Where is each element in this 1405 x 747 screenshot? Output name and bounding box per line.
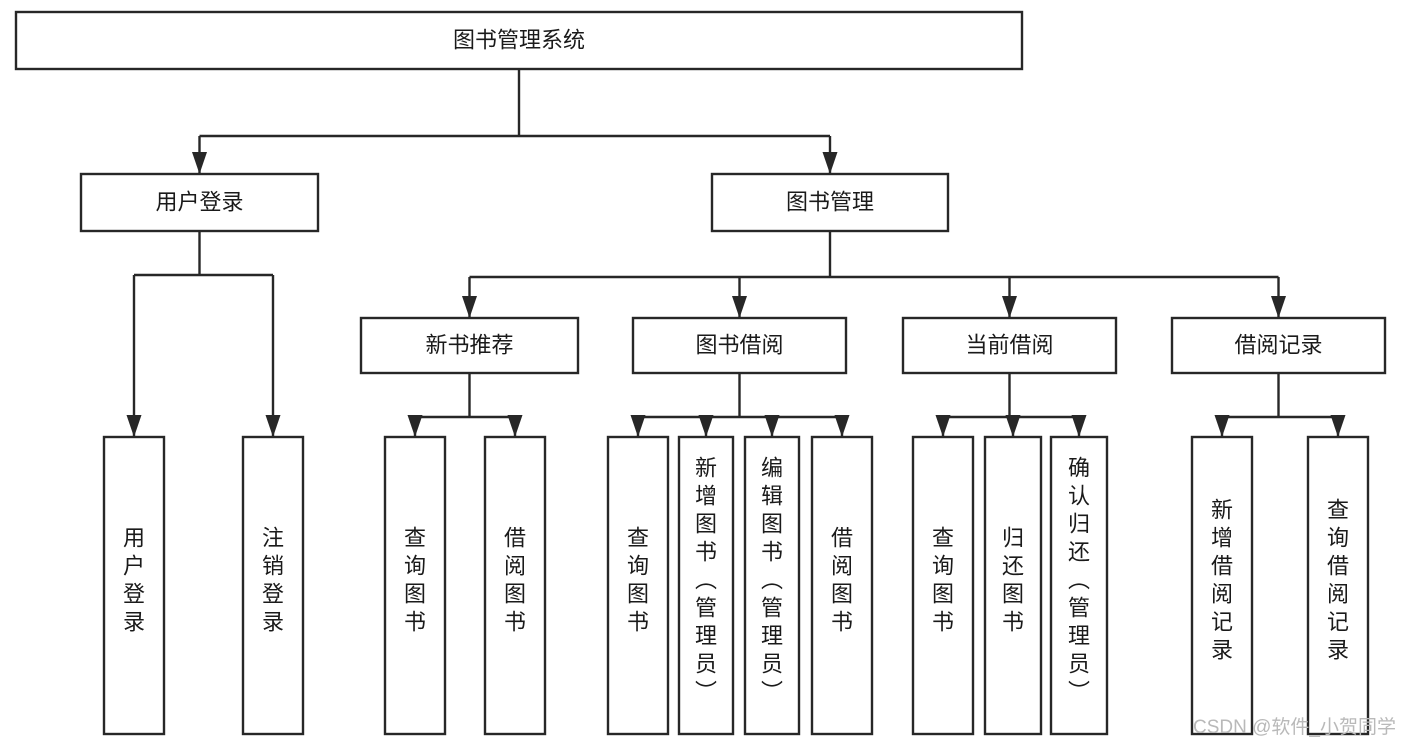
- node-current-borrow-rect[interactable]: [901, 316, 1118, 375]
- node-leaf-return-books[interactable]: 归还图书: [983, 435, 1043, 736]
- book-borrow-to-leaves-arrow-1: [698, 415, 714, 437]
- node-leaf-edit-book-admin-label: 编辑图书︵管理员︶: [761, 456, 783, 705]
- connectors-layer: [126, 69, 1346, 437]
- node-leaf-query-books-recommend-rect[interactable]: [383, 435, 447, 736]
- node-new-book-recommend[interactable]: 新书推荐: [359, 316, 580, 375]
- node-root-root-label: 图书管理系统: [453, 27, 585, 52]
- csdn-watermark: CSDN @软件_小贺同学: [1193, 716, 1396, 738]
- node-user-login-rect[interactable]: [79, 172, 320, 233]
- root-to-level2-arrow-1: [822, 152, 838, 174]
- node-leaf-borrow-books-borrow-rect[interactable]: [810, 435, 874, 736]
- node-leaf-user-login-label: 用户登录: [123, 526, 145, 635]
- node-leaf-add-book-admin-label: 新增图书︵管理员︶: [695, 456, 717, 705]
- node-leaf-add-book-admin-rect[interactable]: [677, 435, 735, 736]
- node-leaf-query-borrow-record-label: 查询借阅记录: [1327, 498, 1349, 663]
- node-leaf-query-borrow-record[interactable]: 查询借阅记录: [1306, 435, 1370, 736]
- node-leaf-query-books-recommend[interactable]: 查询图书: [383, 435, 447, 736]
- node-borrow-records-label: 借阅记录: [1234, 332, 1322, 357]
- node-leaf-query-borrow-record-rect[interactable]: [1306, 435, 1370, 736]
- node-book-management[interactable]: 图书管理: [710, 172, 950, 233]
- node-new-book-recommend-rect[interactable]: [359, 316, 580, 375]
- new-book-recommend-to-leaves-arrow-0: [407, 415, 423, 437]
- node-leaf-query-books-borrow-rect[interactable]: [606, 435, 670, 736]
- node-leaf-query-books-borrow-label: 查询图书: [627, 526, 649, 635]
- node-user-login-label: 用户登录: [155, 189, 243, 214]
- node-leaf-confirm-return-admin-rect[interactable]: [1049, 435, 1109, 736]
- current-borrow-to-leaves-arrow-2: [1071, 415, 1087, 437]
- node-leaf-query-books-current[interactable]: 查询图书: [911, 435, 975, 736]
- borrow-records-to-leaves-arrow-1: [1330, 415, 1346, 437]
- book-borrow-to-leaves-arrow-0: [630, 415, 646, 437]
- node-leaf-borrow-books-borrow-label: 借阅图书: [831, 526, 853, 635]
- node-leaf-logout[interactable]: 注销登录: [241, 435, 305, 736]
- node-book-borrow-label: 图书借阅: [695, 332, 783, 357]
- node-leaf-add-borrow-record-rect[interactable]: [1190, 435, 1254, 736]
- node-leaf-return-books-label: 归还图书: [1002, 526, 1024, 635]
- node-leaf-query-books-current-rect[interactable]: [911, 435, 975, 736]
- node-borrow-records-rect[interactable]: [1170, 316, 1387, 375]
- node-leaf-add-book-admin[interactable]: 新增图书︵管理员︶: [677, 435, 735, 736]
- node-current-borrow-label: 当前借阅: [965, 332, 1053, 357]
- node-leaf-query-books-borrow[interactable]: 查询图书: [606, 435, 670, 736]
- bookmgmt-to-level3-arrow-1: [732, 296, 747, 318]
- node-leaf-logout-label: 注销登录: [262, 526, 284, 635]
- node-leaf-confirm-return-admin-label: 确认归还︵管理员︶: [1068, 456, 1090, 705]
- node-leaf-edit-book-admin-rect[interactable]: [743, 435, 801, 736]
- node-root-root[interactable]: 图书管理系统: [14, 10, 1024, 71]
- node-user-login[interactable]: 用户登录: [79, 172, 320, 233]
- node-book-borrow-rect[interactable]: [631, 316, 848, 375]
- node-book-management-label: 图书管理: [786, 189, 874, 214]
- borrow-records-to-leaves-arrow-0: [1214, 415, 1230, 437]
- node-root-root-rect[interactable]: [14, 10, 1024, 71]
- node-leaf-borrow-books-recommend-rect[interactable]: [483, 435, 547, 736]
- new-book-recommend-to-leaves-arrow-1: [507, 415, 523, 437]
- node-leaf-edit-book-admin[interactable]: 编辑图书︵管理员︶: [743, 435, 801, 736]
- node-new-book-recommend-label: 新书推荐: [425, 332, 513, 357]
- node-leaf-user-login[interactable]: 用户登录: [102, 435, 166, 736]
- node-leaf-query-books-current-label: 查询图书: [932, 526, 954, 635]
- node-leaf-query-books-recommend-label: 查询图书: [404, 526, 426, 635]
- node-leaf-confirm-return-admin[interactable]: 确认归还︵管理员︶: [1049, 435, 1109, 736]
- node-leaf-add-borrow-record-label: 新增借阅记录: [1211, 498, 1233, 663]
- node-current-borrow[interactable]: 当前借阅: [901, 316, 1118, 375]
- user-login-to-leaves-arrow-0: [126, 415, 142, 437]
- user-login-to-leaves-arrow-1: [265, 415, 281, 437]
- node-borrow-records[interactable]: 借阅记录: [1170, 316, 1387, 375]
- node-book-management-rect[interactable]: [710, 172, 950, 233]
- bookmgmt-to-level3-arrow-3: [1271, 296, 1286, 318]
- root-to-level2-arrow-0: [192, 152, 207, 174]
- node-leaf-user-login-rect[interactable]: [102, 435, 166, 736]
- bookmgmt-to-level3-arrow-2: [1002, 296, 1017, 318]
- current-borrow-to-leaves-arrow-1: [1005, 415, 1021, 437]
- node-leaf-return-books-rect[interactable]: [983, 435, 1043, 736]
- book-borrow-to-leaves-arrow-2: [764, 415, 780, 437]
- node-leaf-borrow-books-recommend[interactable]: 借阅图书: [483, 435, 547, 736]
- book-borrow-to-leaves-arrow-3: [834, 415, 850, 437]
- boxes-layer: 图书管理系统用户登录图书管理新书推荐图书借阅当前借阅借阅记录用户登录注销登录查询…: [14, 10, 1387, 736]
- bookmgmt-to-level3-arrow-0: [462, 296, 477, 318]
- node-leaf-logout-rect[interactable]: [241, 435, 305, 736]
- node-book-borrow[interactable]: 图书借阅: [631, 316, 848, 375]
- node-leaf-borrow-books-recommend-label: 借阅图书: [504, 526, 526, 635]
- node-leaf-add-borrow-record[interactable]: 新增借阅记录: [1190, 435, 1254, 736]
- current-borrow-to-leaves-arrow-0: [935, 415, 951, 437]
- node-leaf-borrow-books-borrow[interactable]: 借阅图书: [810, 435, 874, 736]
